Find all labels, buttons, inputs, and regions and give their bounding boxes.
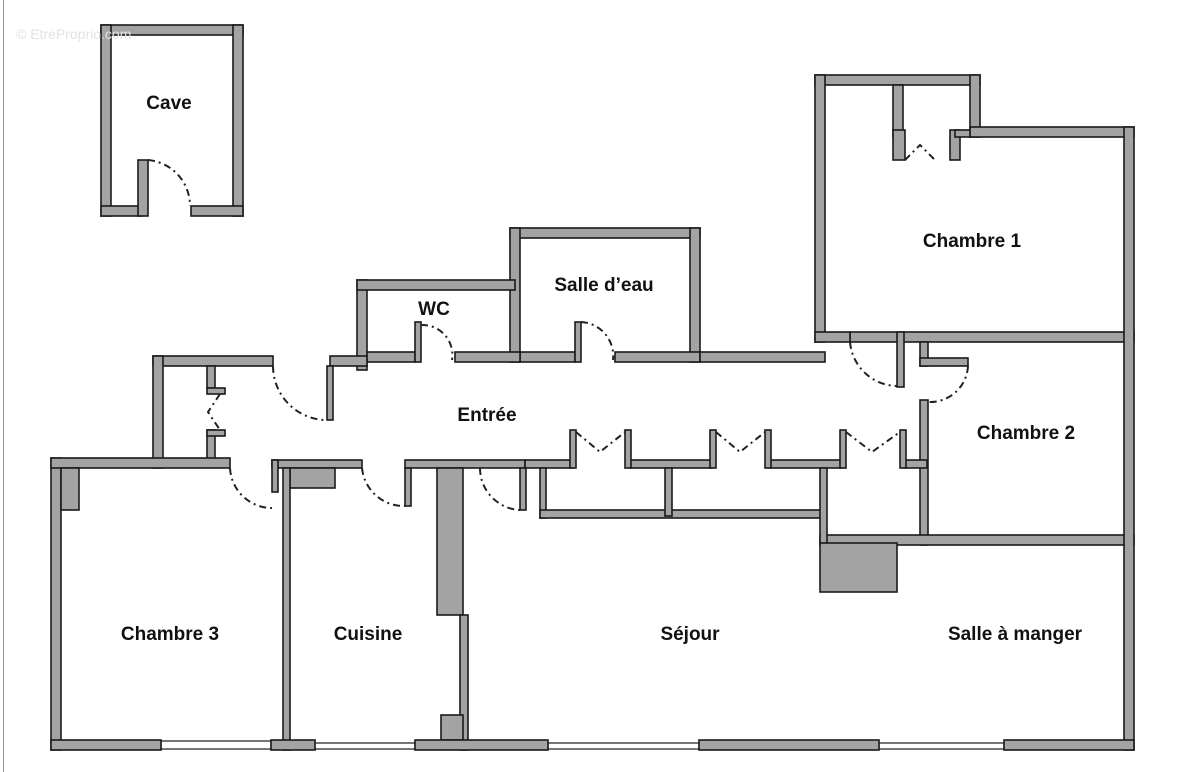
door-swing	[715, 431, 766, 454]
wall	[624, 429, 632, 469]
wall	[814, 74, 826, 343]
wall	[892, 84, 904, 138]
wall	[569, 429, 577, 469]
window	[160, 740, 272, 750]
window	[314, 742, 416, 750]
wall	[919, 357, 969, 367]
wall	[152, 355, 274, 367]
wall	[689, 227, 701, 363]
wall	[1003, 739, 1135, 751]
wall	[539, 509, 827, 519]
door-swing	[147, 159, 192, 207]
room-label-cave: Cave	[146, 93, 192, 114]
wall	[50, 457, 62, 751]
room-label-chambre-1: Chambre 1	[922, 231, 1022, 252]
door-swing	[206, 393, 221, 431]
wall	[270, 739, 316, 751]
wall	[524, 459, 573, 469]
wall	[814, 331, 851, 343]
door-swing	[272, 365, 328, 421]
door-swing	[845, 431, 901, 454]
wall	[414, 739, 549, 751]
wall	[698, 739, 880, 751]
room-label-sejour: Séjour	[660, 624, 720, 645]
wall	[954, 129, 971, 138]
wall	[839, 429, 847, 469]
door-swing	[927, 365, 969, 404]
wall	[50, 457, 231, 469]
wall	[969, 126, 1135, 138]
room-label-salle-deau: Salle d’eau	[554, 275, 654, 296]
wall	[919, 399, 929, 546]
wall	[454, 351, 521, 363]
wall	[509, 227, 701, 239]
door-swing	[575, 431, 626, 454]
wall	[436, 467, 464, 616]
wall	[366, 351, 416, 363]
wall	[206, 387, 226, 395]
wall	[614, 351, 701, 363]
wall	[326, 365, 334, 421]
wall	[137, 159, 149, 217]
wall	[440, 714, 464, 741]
window	[547, 742, 700, 750]
wall	[60, 467, 80, 511]
wall	[899, 429, 907, 469]
wall	[664, 467, 673, 517]
wall	[849, 331, 1135, 343]
wall	[152, 355, 164, 469]
wall	[819, 542, 898, 593]
wall	[574, 321, 582, 363]
wall	[699, 351, 826, 363]
wall	[190, 205, 244, 217]
wall	[206, 429, 226, 437]
door-swing	[361, 467, 406, 508]
room-label-cuisine: Cuisine	[333, 624, 403, 645]
wall	[100, 24, 112, 217]
door-swing	[478, 467, 521, 511]
wall	[271, 459, 279, 493]
room-label-chambre-3: Chambre 3	[120, 624, 220, 645]
wall	[896, 331, 905, 388]
wall	[329, 355, 368, 367]
wall	[232, 24, 244, 217]
wall	[769, 459, 843, 469]
wall	[709, 429, 717, 469]
wall	[404, 459, 526, 469]
wall	[206, 365, 216, 389]
room-label-wc: WC	[418, 299, 450, 320]
watermark: © EtreProprio.com	[16, 26, 132, 42]
room-label-entree: Entrée	[457, 405, 517, 426]
wall	[509, 227, 521, 363]
wall	[819, 467, 828, 546]
wall	[814, 74, 981, 86]
wall	[764, 429, 772, 469]
door-swing	[229, 467, 273, 510]
wall	[892, 129, 906, 161]
door-swing	[420, 323, 454, 361]
wall	[282, 467, 291, 751]
wall	[271, 459, 363, 469]
doors	[147, 143, 969, 511]
wall	[1123, 126, 1135, 751]
wall	[519, 351, 576, 363]
wall	[356, 279, 516, 291]
wall	[519, 467, 527, 511]
wall	[404, 467, 412, 507]
wall	[50, 739, 162, 751]
door-swing	[904, 143, 936, 161]
window	[878, 742, 1005, 750]
door-swing	[580, 321, 615, 361]
wall	[100, 205, 142, 217]
wall	[289, 467, 336, 489]
walls	[50, 24, 1135, 751]
wall	[904, 459, 928, 469]
page-border	[3, 0, 4, 772]
wall	[414, 321, 422, 363]
room-label-chambre-2: Chambre 2	[976, 423, 1076, 444]
door-swing	[849, 341, 899, 388]
wall	[629, 459, 713, 469]
room-label-salle-a-manger: Salle à manger	[947, 624, 1083, 645]
